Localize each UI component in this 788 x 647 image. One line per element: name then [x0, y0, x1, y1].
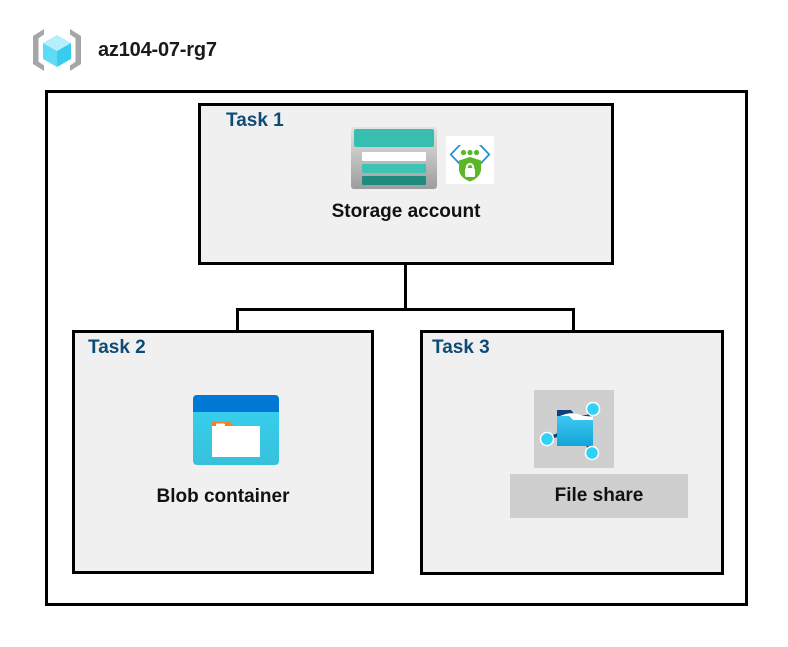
file-share-label: File share	[510, 474, 688, 518]
connector-storage-stem	[404, 221, 407, 311]
connector-horizontal-bar	[236, 308, 575, 311]
resource-group-cube-icon	[30, 26, 84, 74]
task-2-label: Task 2	[88, 337, 146, 358]
encryption-shield-icon	[446, 136, 494, 184]
task-3-label: Task 3	[432, 337, 490, 358]
blob-container-label: Blob container	[156, 486, 290, 507]
storage-account-icon	[350, 126, 438, 190]
file-share-icon	[538, 394, 612, 466]
task-1-label: Task 1	[226, 110, 284, 131]
resource-group-title: az104-07-rg7	[98, 38, 217, 61]
resource-group-header: az104-07-rg7	[30, 26, 217, 74]
storage-account-label: Storage account	[331, 201, 481, 222]
blob-container-icon	[192, 394, 280, 466]
